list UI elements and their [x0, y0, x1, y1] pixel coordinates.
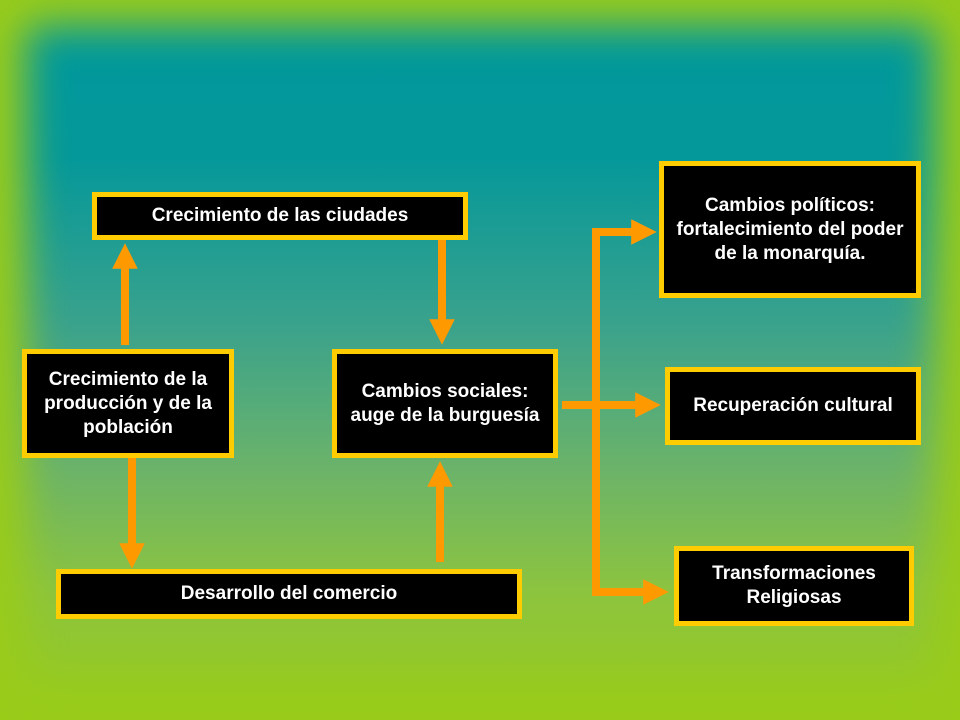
node-crecimiento-produccion: Crecimiento de la producción y de la pob…: [22, 349, 234, 458]
arrow-sociales-to-religiosas: [592, 405, 669, 605]
node-transformaciones-religiosas: Transformaciones Religiosas: [674, 546, 914, 626]
node-cambios-politicos: Cambios políticos: fortalecimiento del p…: [659, 161, 921, 298]
node-desarrollo-comercio: Desarrollo del comercio: [56, 569, 522, 619]
node-cambios-sociales: Cambios sociales: auge de la burguesía: [332, 349, 558, 458]
arrow-sociales-to-politicos: [592, 219, 657, 405]
node-recuperacion-cultural: Recuperación cultural: [665, 367, 921, 445]
node-crecimiento-ciudades: Crecimiento de las ciudades: [92, 192, 468, 240]
